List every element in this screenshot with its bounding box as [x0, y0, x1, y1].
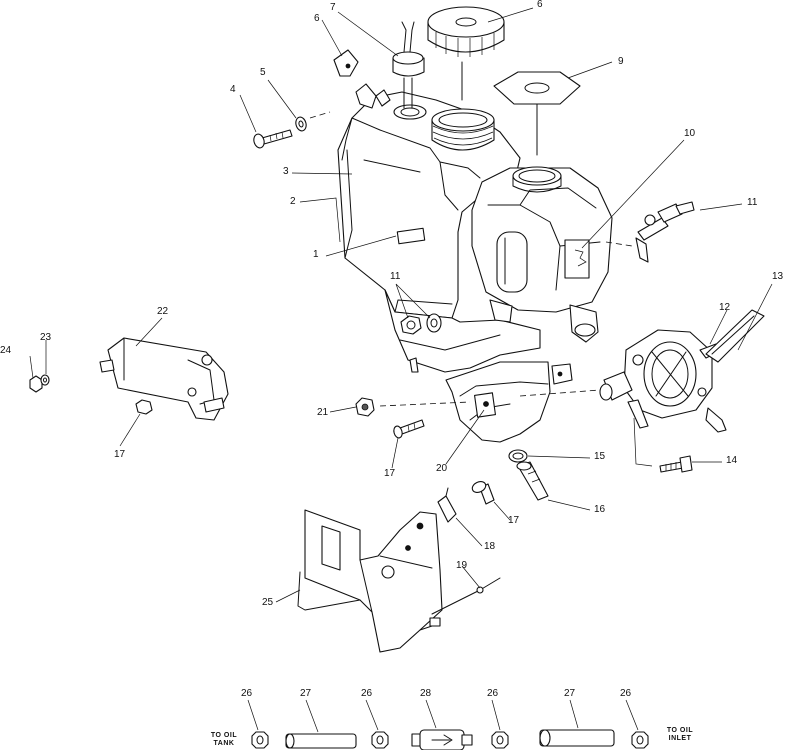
nut-17-c — [135, 399, 153, 415]
callout-6-clip: 6 — [314, 13, 320, 24]
callout-11-nut: 11 — [390, 271, 401, 282]
washer-23 — [40, 374, 50, 386]
callout-7-sender: 7 — [330, 2, 336, 13]
callout-17-screw-c: 17 — [114, 449, 126, 460]
callout-26-a: 26 — [241, 688, 253, 699]
nut-11 — [400, 315, 422, 335]
callout-16: 16 — [594, 504, 606, 515]
callout-6-cap: 6 — [537, 0, 543, 10]
level-sender — [392, 21, 425, 109]
callout-26-b: 26 — [361, 688, 373, 699]
hose-routing-row — [251, 729, 649, 750]
tank-lower-sump — [384, 289, 541, 373]
callout-1: 1 — [313, 249, 319, 260]
callout-15: 15 — [594, 451, 606, 462]
bolt-14 — [659, 455, 693, 473]
lower-mount-bracket — [297, 509, 443, 653]
side-bracket — [99, 337, 229, 421]
callout-25: 25 — [262, 597, 274, 608]
callout-17-screw-a: 17 — [384, 468, 396, 479]
screw-4 — [253, 129, 293, 149]
to-oil-tank-line2: TANK — [213, 740, 235, 747]
callout-3: 3 — [283, 166, 289, 177]
callout-11-fitting: 11 — [747, 197, 758, 208]
callout-23: 23 — [40, 332, 52, 343]
callout-18: 18 — [484, 541, 496, 552]
pump-gasket — [705, 309, 765, 363]
reservoir-tank — [471, 166, 613, 343]
nut-21 — [355, 397, 375, 417]
to-oil-tank-label: TO OIL TANK — [204, 732, 244, 748]
callout-12: 12 — [719, 302, 731, 313]
callout-17-screw-b: 17 — [508, 515, 520, 526]
callout-4: 4 — [230, 84, 236, 95]
washer-11 — [426, 313, 442, 333]
hose-clamp-15 — [508, 449, 528, 463]
screw-17-b — [471, 481, 495, 505]
tank-bracket — [445, 361, 573, 443]
callout-27-a: 27 — [300, 688, 312, 699]
callout-26-d: 26 — [620, 688, 632, 699]
callout-24: 24 — [0, 345, 12, 356]
callout-10: 10 — [684, 128, 696, 139]
callout-19: 19 — [456, 560, 468, 571]
callout-13: 13 — [772, 271, 784, 282]
callout-21: 21 — [317, 407, 329, 418]
callout-20: 20 — [436, 463, 448, 474]
washer-5 — [295, 116, 307, 132]
oil-pump — [599, 329, 727, 433]
cable-tie — [431, 577, 501, 615]
cap-seal — [493, 71, 581, 105]
tank-filler-neck — [431, 108, 495, 151]
callout-27-b: 27 — [564, 688, 576, 699]
callout-5: 5 — [260, 67, 266, 78]
callout-28: 28 — [420, 688, 432, 699]
to-oil-tank-line1: TO OIL — [210, 732, 238, 739]
to-oil-inlet-line2: INLET — [668, 735, 692, 742]
leader-lines — [29, 7, 773, 733]
callout-2: 2 — [290, 196, 296, 207]
screw-17-a — [393, 419, 425, 439]
callout-26-c: 26 — [487, 688, 499, 699]
spring-clip — [437, 487, 457, 523]
retaining-clip — [333, 49, 359, 77]
callout-22: 22 — [157, 306, 169, 317]
hose-fitting-11 — [635, 201, 695, 263]
to-oil-inlet-label: TO OIL INLET — [660, 727, 700, 743]
filler-cap — [427, 6, 505, 57]
callout-14: 14 — [726, 455, 738, 466]
nut-24 — [29, 375, 43, 393]
callout-9: 9 — [618, 56, 624, 67]
to-oil-inlet-line1: TO OIL — [666, 727, 694, 734]
hose-fitting-16 — [516, 461, 549, 501]
